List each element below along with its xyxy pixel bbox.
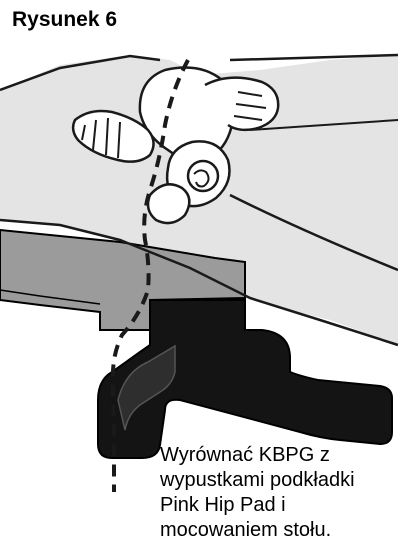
figure-title: Rysunek 6 — [12, 8, 117, 32]
caption-line-1: Wyrównać KBPG z — [160, 443, 396, 468]
ischium — [148, 184, 189, 223]
caption-line-4: mocowaniem stołu. — [160, 518, 396, 543]
caption-line-2: wypustkami podkładki — [160, 468, 396, 493]
caption-line-3: Pink Hip Pad i — [160, 493, 396, 518]
figure-caption: Wyrównać KBPG z wypustkami podkładki Pin… — [160, 443, 396, 543]
